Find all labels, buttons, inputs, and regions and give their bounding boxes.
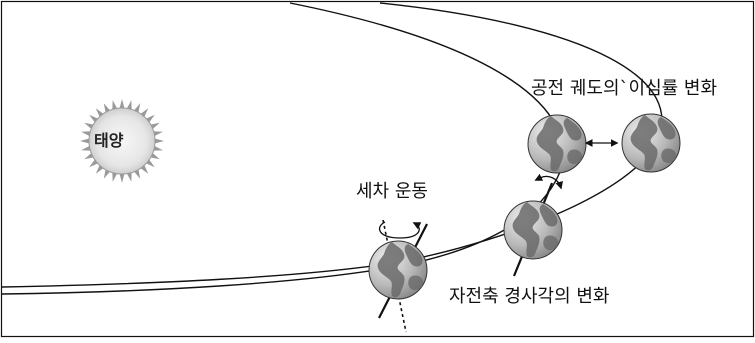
- earth-globe-icon: [621, 113, 681, 173]
- sun-ray: [81, 145, 92, 151]
- earth-tilt: [503, 173, 563, 277]
- sun-ray: [152, 145, 163, 151]
- sun-icon: [80, 99, 164, 183]
- sun-ray: [152, 131, 163, 137]
- earth-globe-icon: [368, 240, 428, 300]
- precession-label: 세차 운동: [356, 181, 428, 202]
- sun-label: 태양: [94, 131, 124, 150]
- eccentricity-label: 공전 궤도의`이심률 변화: [531, 78, 718, 99]
- curved-rotation-arrow-icon: [378, 221, 422, 239]
- orbit-path-outer: [1, 2, 663, 288]
- tilt-label: 자전축 경사각의 변화: [449, 286, 610, 307]
- earth-globe-icon: [527, 114, 587, 174]
- earth-precession: [368, 219, 428, 333]
- sun-ray: [80, 138, 91, 144]
- sun-ray: [119, 99, 125, 110]
- sun-ray: [112, 100, 118, 111]
- orbit-path-inner: [1, 2, 564, 295]
- sun-ray: [112, 171, 118, 182]
- sun-ray: [153, 138, 164, 144]
- sun-ray: [119, 172, 125, 183]
- sun-ray: [126, 100, 132, 111]
- earth-globe-icon: [503, 200, 563, 260]
- tilt-change-arrow-icon: [534, 173, 563, 190]
- sun-ray: [126, 171, 132, 182]
- sun-ray: [81, 131, 92, 137]
- axis-dashed-line: [382, 219, 407, 333]
